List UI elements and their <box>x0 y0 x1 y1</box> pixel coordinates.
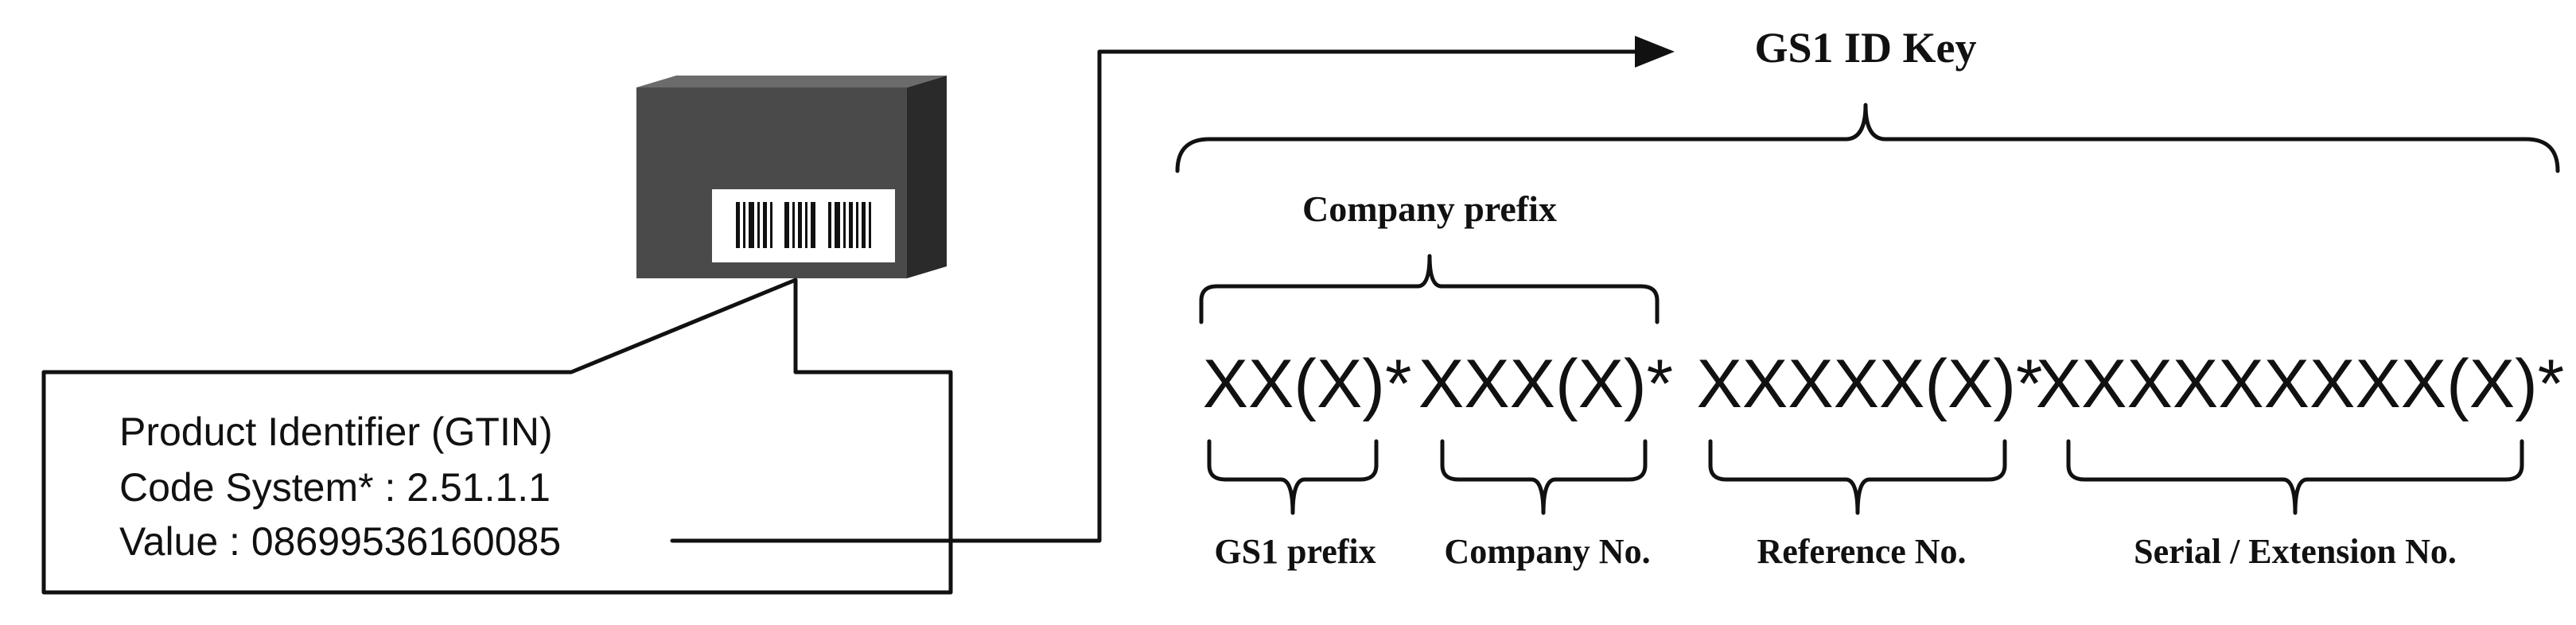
product-identifier-label: Product Identifier (GTIN) <box>119 410 553 454</box>
gs1-id-key-brace <box>1175 103 2560 173</box>
gs1-id-key-title: GS1 ID Key <box>1754 24 1976 72</box>
segment-label-gs1-prefix: GS1 prefix <box>1214 532 1376 571</box>
segment-pattern-gs1-prefix: XX(X)* <box>1203 346 1412 422</box>
value-label: Value : 08699536160085 <box>119 519 561 564</box>
connector-line <box>670 49 1637 543</box>
segment-pattern-reference-no: XXXXX(X)* <box>1697 346 2043 422</box>
segment-label-company-no: Company No. <box>1444 532 1650 571</box>
segment-pattern-serial-no: XXXXXXXXX(X)* <box>2036 346 2564 422</box>
segment-brace-gs1-prefix <box>1207 439 1379 515</box>
connector-arrowhead <box>1635 36 1675 68</box>
company-prefix-brace <box>1199 254 1660 324</box>
segment-brace-reference-no <box>1708 439 2007 515</box>
segment-label-serial-no: Serial / Extension No. <box>2134 532 2457 571</box>
segment-pattern-company-no: XXX(X)* <box>1418 346 1673 422</box>
segment-brace-serial-no <box>2066 439 2524 515</box>
segment-brace-company-no <box>1440 439 1648 515</box>
segment-label-reference-no: Reference No. <box>1757 532 1966 571</box>
barcode-bars <box>736 202 871 248</box>
identifier-callout-box <box>41 278 953 595</box>
code-system-label: Code System* : 2.51.1.1 <box>119 465 551 510</box>
barcode-box-icon <box>636 76 947 278</box>
company-prefix-label: Company prefix <box>1302 188 1557 229</box>
